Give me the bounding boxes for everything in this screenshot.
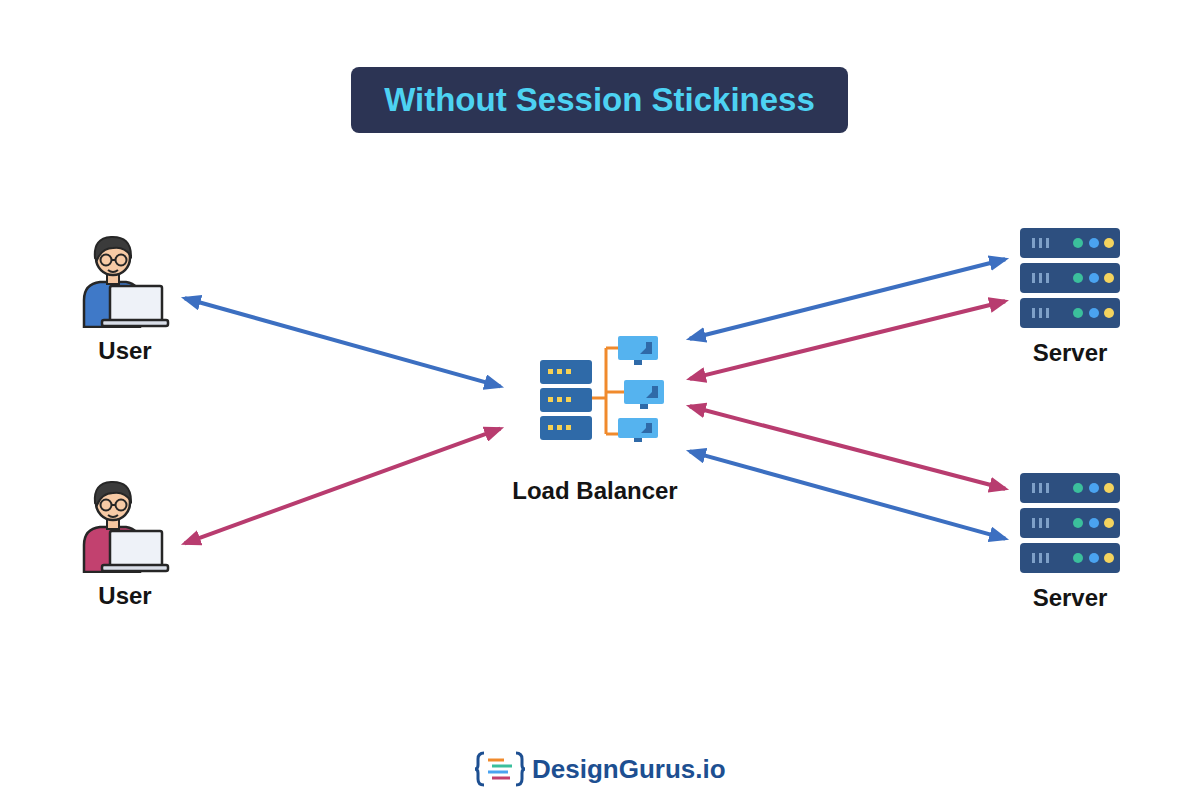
title-banner: Without Session Stickiness: [351, 67, 848, 133]
diagram-title: Without Session Stickiness: [384, 81, 815, 119]
server-icon: [1020, 228, 1120, 328]
brand-holder: DesignGurus.io: [532, 752, 726, 786]
connector-arrow: [690, 451, 1005, 538]
server-node: Server: [1010, 222, 1130, 367]
server-icon: [1020, 473, 1120, 573]
user-icon: [78, 228, 170, 328]
connector-arrow: [185, 429, 501, 544]
connector-arrow: [185, 298, 500, 386]
node-label: Server: [1033, 339, 1108, 367]
connector-arrow: [690, 301, 1005, 379]
user-node: User: [70, 225, 180, 365]
load-balancer-node: Load Balancer: [505, 330, 685, 505]
load-balancer-icon: [540, 334, 665, 442]
node-label: Server: [1033, 584, 1108, 612]
user-icon: [78, 473, 170, 573]
brand-logo: [474, 751, 526, 787]
node-label: User: [98, 337, 151, 365]
brand-name: DesignGurus.io: [532, 754, 726, 785]
user-node: User: [70, 470, 180, 610]
connector-arrow: [690, 406, 1005, 489]
connector-arrow: [690, 259, 1005, 339]
server-node: Server: [1010, 467, 1130, 612]
node-label: User: [98, 582, 151, 610]
node-label: Load Balancer: [512, 477, 677, 505]
